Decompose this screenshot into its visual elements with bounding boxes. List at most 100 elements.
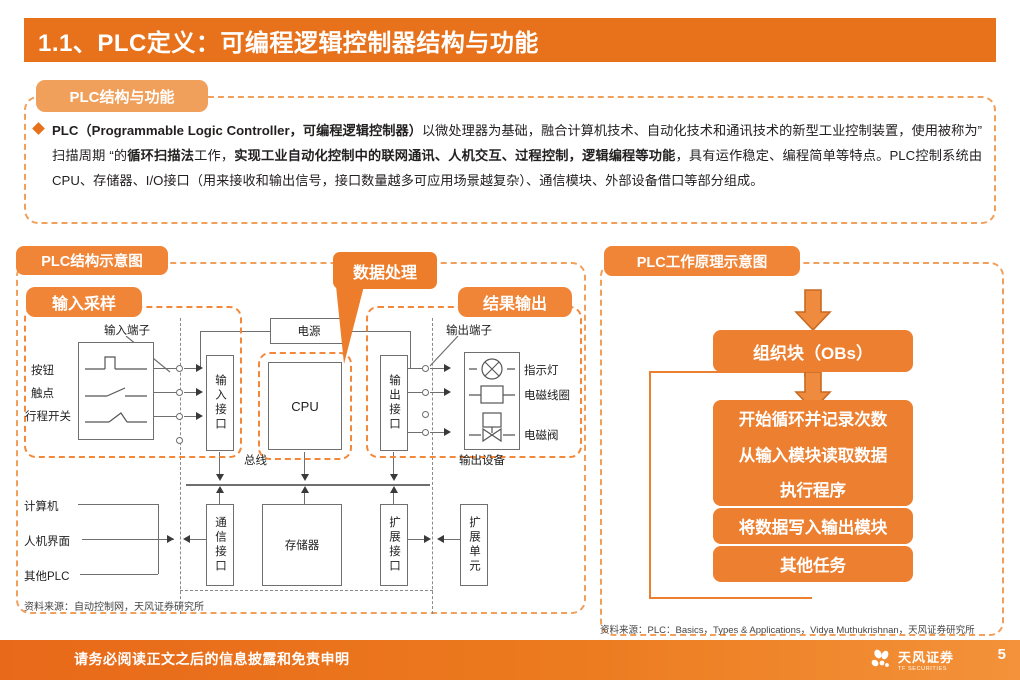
- label-solenoid-valve: 电磁阀: [524, 430, 559, 442]
- label-contact: 触点: [31, 388, 54, 400]
- expand-unit-box: 扩展单元: [460, 504, 488, 586]
- plc-boundary-left: [180, 318, 181, 614]
- brand-logo: 天风证券 TF SECURITIES: [869, 647, 954, 672]
- leader-line-output: [429, 336, 459, 367]
- intro-callout-box: [24, 96, 996, 224]
- right-source-note: 资料来源：PLC：Basics，Types & Applications，Vid…: [600, 625, 975, 636]
- plc-boundary-bottom: [180, 590, 433, 591]
- bus-drop-out: [393, 452, 395, 476]
- tag-input-sampling: 输入采样: [26, 287, 142, 317]
- exp-unit-wire: [440, 539, 460, 541]
- bus-up-comm: [219, 492, 221, 512]
- in-arrow-3-icon: [196, 412, 203, 420]
- power-wire-left: [200, 331, 270, 333]
- callout-tail-icon: [336, 286, 364, 364]
- input-interface-box: 输入接口: [206, 355, 234, 451]
- power-drop-right: [410, 331, 412, 368]
- label-solenoid-coil: 电磁线圈: [524, 390, 570, 402]
- out-arrow-2-icon: [444, 388, 451, 396]
- intro-chip-label: PLC结构与功能: [36, 80, 208, 112]
- left-panel-chip: PLC结构示意图: [16, 246, 168, 275]
- flow-card-other-tasks: 其他任务: [713, 546, 913, 582]
- output-interface-box: 输出接口: [380, 355, 408, 451]
- in-arrow-2-icon: [196, 388, 203, 396]
- footer-bar: [0, 640, 1020, 680]
- flow-card-execute: 执行程序: [713, 472, 913, 506]
- cpu-box: CPU: [268, 362, 342, 450]
- out-wire-1: [408, 368, 422, 370]
- in-wire-2: [154, 392, 176, 394]
- bus-up-exp: [393, 492, 395, 512]
- bus-up-exp-arrow-icon: [390, 486, 398, 493]
- ext-wire-hmi: [82, 539, 158, 541]
- left-source-note: 资料来源：自动控制网，天风证券研究所: [24, 602, 204, 613]
- label-button: 按钮: [31, 365, 54, 377]
- bus-up-comm-arrow-icon: [216, 486, 224, 493]
- logo-chinese-name: 天风证券: [897, 650, 954, 665]
- in-terminal-2: [176, 389, 183, 396]
- out-arrow-1-icon: [444, 364, 451, 372]
- out-wire-1b: [430, 368, 444, 370]
- label-hmi: 人机界面: [24, 536, 70, 548]
- power-wire-right: [348, 331, 410, 333]
- label-input-terminal: 输入端子: [104, 325, 150, 337]
- ext-arrow-right-icon: [167, 535, 174, 543]
- flow-card-read-input: 从输入模块读取数据: [713, 436, 913, 472]
- out-terminal-1: [422, 365, 429, 372]
- out-wire-2: [408, 392, 422, 394]
- out-wire-3b: [430, 432, 444, 434]
- footer-disclaimer: 请务必阅读正文之后的信息披露和免责申明: [74, 651, 350, 667]
- in-wire-3b: [184, 416, 196, 418]
- comm-arrow-left-icon: [183, 535, 190, 543]
- power-drop-left: [200, 331, 202, 368]
- in-terminal-1: [176, 365, 183, 372]
- page-title: 1.1、PLC定义：可编程逻辑控制器结构与功能: [38, 29, 539, 57]
- in-wire-3: [154, 416, 176, 418]
- comm-in-wire: [186, 539, 206, 541]
- in-wire-1b: [184, 368, 196, 370]
- flow-card-write-output: 将数据写入输出模块: [713, 508, 913, 544]
- arrow-down-top-icon: [794, 289, 832, 332]
- in-wire-2b: [184, 392, 196, 394]
- bus-up-mem: [304, 492, 306, 512]
- switch-symbols-icon: [85, 356, 147, 423]
- dashed-group-cpu: [258, 352, 352, 460]
- flow-card-obs: 组织块（OBs）: [713, 330, 913, 372]
- exp-out-wire: [408, 539, 426, 541]
- tag-data-processing: 数据处理: [333, 252, 437, 289]
- output-devices-box: [464, 352, 520, 450]
- comm-interface-box: 通信接口: [206, 504, 234, 586]
- out-wire-2b: [430, 392, 444, 394]
- flower-logo-icon: [871, 649, 889, 667]
- label-other-plc: 其他PLC: [24, 571, 70, 583]
- exp-arrow-left-icon: [437, 535, 444, 543]
- tag-result-output: 结果输出: [458, 287, 572, 317]
- ext-wire-other-plc: [80, 574, 158, 576]
- output-devices-icon: [469, 358, 515, 443]
- in-arrow-1-icon: [196, 364, 203, 372]
- bus-drop-out-arrow-icon: [390, 474, 398, 481]
- label-indicator: 指示灯: [524, 365, 559, 377]
- page-number: 5: [997, 646, 1006, 663]
- power-box: 电源: [270, 318, 348, 344]
- out-terminal-3: [422, 411, 429, 418]
- exp-arrow-right-icon: [424, 535, 431, 543]
- bus-drop-cpu: [304, 452, 306, 476]
- logo-english-name: TF SECURITIES: [897, 666, 948, 672]
- expand-interface-box: 扩展接口: [380, 504, 408, 586]
- label-output-terminal: 输出端子: [446, 325, 492, 337]
- in-terminal-3: [176, 413, 183, 420]
- plc-boundary-right: [432, 318, 433, 614]
- bus-drop-in-arrow-icon: [216, 474, 224, 481]
- in-terminal-4: [176, 437, 183, 444]
- flow-card-start-cycle: 开始循环并记录次数: [713, 400, 913, 436]
- bus-up-mem-arrow-icon: [301, 486, 309, 493]
- ext-wire-computer: [78, 504, 158, 506]
- bus-drop-cpu-arrow-icon: [301, 474, 309, 481]
- bus-line: [186, 484, 430, 486]
- switch-symbols-box: [78, 342, 154, 440]
- slide-title-bar: 1.1、PLC定义：可编程逻辑控制器结构与功能: [24, 18, 996, 62]
- bus-drop-in: [219, 452, 221, 476]
- label-computer: 计算机: [24, 501, 59, 513]
